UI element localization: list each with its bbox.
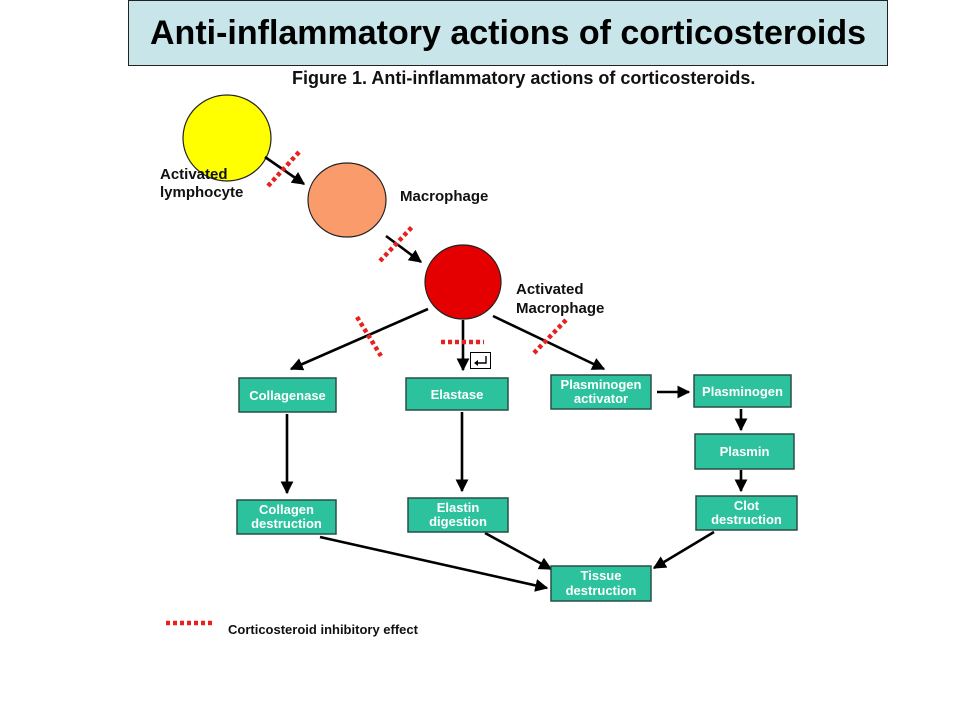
collagen-destruction-box [236,499,337,535]
arrow-collagen-destruction-to-tissue-destruction [319,535,549,592]
plasminogen-label: Plasminogen [702,384,783,399]
elastin-digestion-label-line-1: Elastin [437,500,480,515]
arrow-macrophage-to-activated-macrophage [385,234,423,264]
collagenase-box [238,377,337,413]
collagen-destruction-label-line-1: Collagen [259,502,314,517]
cell-macrophage: Macrophage [307,162,488,238]
cell-activated-lymphocyte: Activated lymphocyte [160,94,272,201]
legend: Corticosteroid inhibitory effect [166,620,419,637]
title-background [128,0,888,66]
page-title: Anti-inflammatory actions of corticoster… [150,14,866,52]
box-clot-destruction: Clot destruction [695,495,798,531]
arrow-activated-macrophage-to-collagenase [289,307,429,371]
box-elastase: Elastase [405,377,509,411]
plasminogen-box [693,374,792,408]
return-arrow-icon[interactable] [470,352,491,369]
plasminogen-activator-box [550,374,652,410]
activated-macrophage-circle [424,244,502,320]
cell-activated-macrophage: Activated Macrophage [424,244,604,320]
elastin-digestion-label-line-2: digestion [429,514,487,529]
tissue-destruction-box [550,565,652,602]
plasmin-box [694,433,795,470]
elastin-digestion-box [407,497,509,533]
tissue-destruction-label-line-2: destruction [566,583,637,598]
clot-destruction-box [695,495,798,531]
box-elastin-digestion: Elastin digestion [407,497,509,533]
arrow-activated-macrophage-to-plasminogen-activator [492,314,606,371]
figure-caption: Figure 1. Anti-inflammatory actions of c… [292,68,755,88]
macrophage-circle [307,162,387,238]
collagenase-label: Collagenase [249,388,326,403]
activated-lymphocyte-label-line-2: lymphocyte [160,184,243,201]
box-tissue-destruction: Tissue destruction [550,565,652,602]
plasminogen-activator-label-line-2: activator [574,391,628,406]
elastase-label: Elastase [431,387,484,402]
plasminogen-activator-label-line-1: Plasminogen [561,377,642,392]
activated-lymphocyte-circle [182,94,272,182]
box-plasminogen: Plasminogen [693,374,792,408]
box-collagen-destruction: Collagen destruction [236,499,337,535]
box-collagenase: Collagenase [238,377,337,413]
activated-lymphocyte-label-line-1: Activated [160,166,228,183]
clot-destruction-label-line-2: destruction [711,512,782,527]
inhibitory-mark-lymphocyte [266,149,302,188]
arrow-clot-destruction-to-tissue-destruction [652,530,715,570]
box-plasmin: Plasmin [694,433,795,470]
plasmin-label: Plasmin [720,444,770,459]
tissue-destruction-label-line-1: Tissue [581,568,622,583]
inhibitory-mark-collagenase [355,315,383,358]
box-plasminogen-activator: Plasminogen activator [550,374,652,410]
activated-macrophage-label-line-1: Activated [516,281,584,298]
macrophage-label: Macrophage [400,188,488,205]
inhibitory-mark-macrophage [378,225,414,263]
inhibitory-mark-plasminogen-activator [532,318,568,355]
clot-destruction-label-line-1: Clot [734,498,760,513]
activated-macrophage-label-line-2: Macrophage [516,300,604,317]
elastase-box [405,377,509,411]
legend-label: Corticosteroid inhibitory effect [228,622,419,637]
title-box: Anti-inflammatory actions of corticoster… [128,0,888,66]
arrow-elastin-digestion-to-tissue-destruction [484,531,553,571]
collagen-destruction-label-line-2: destruction [251,516,322,531]
